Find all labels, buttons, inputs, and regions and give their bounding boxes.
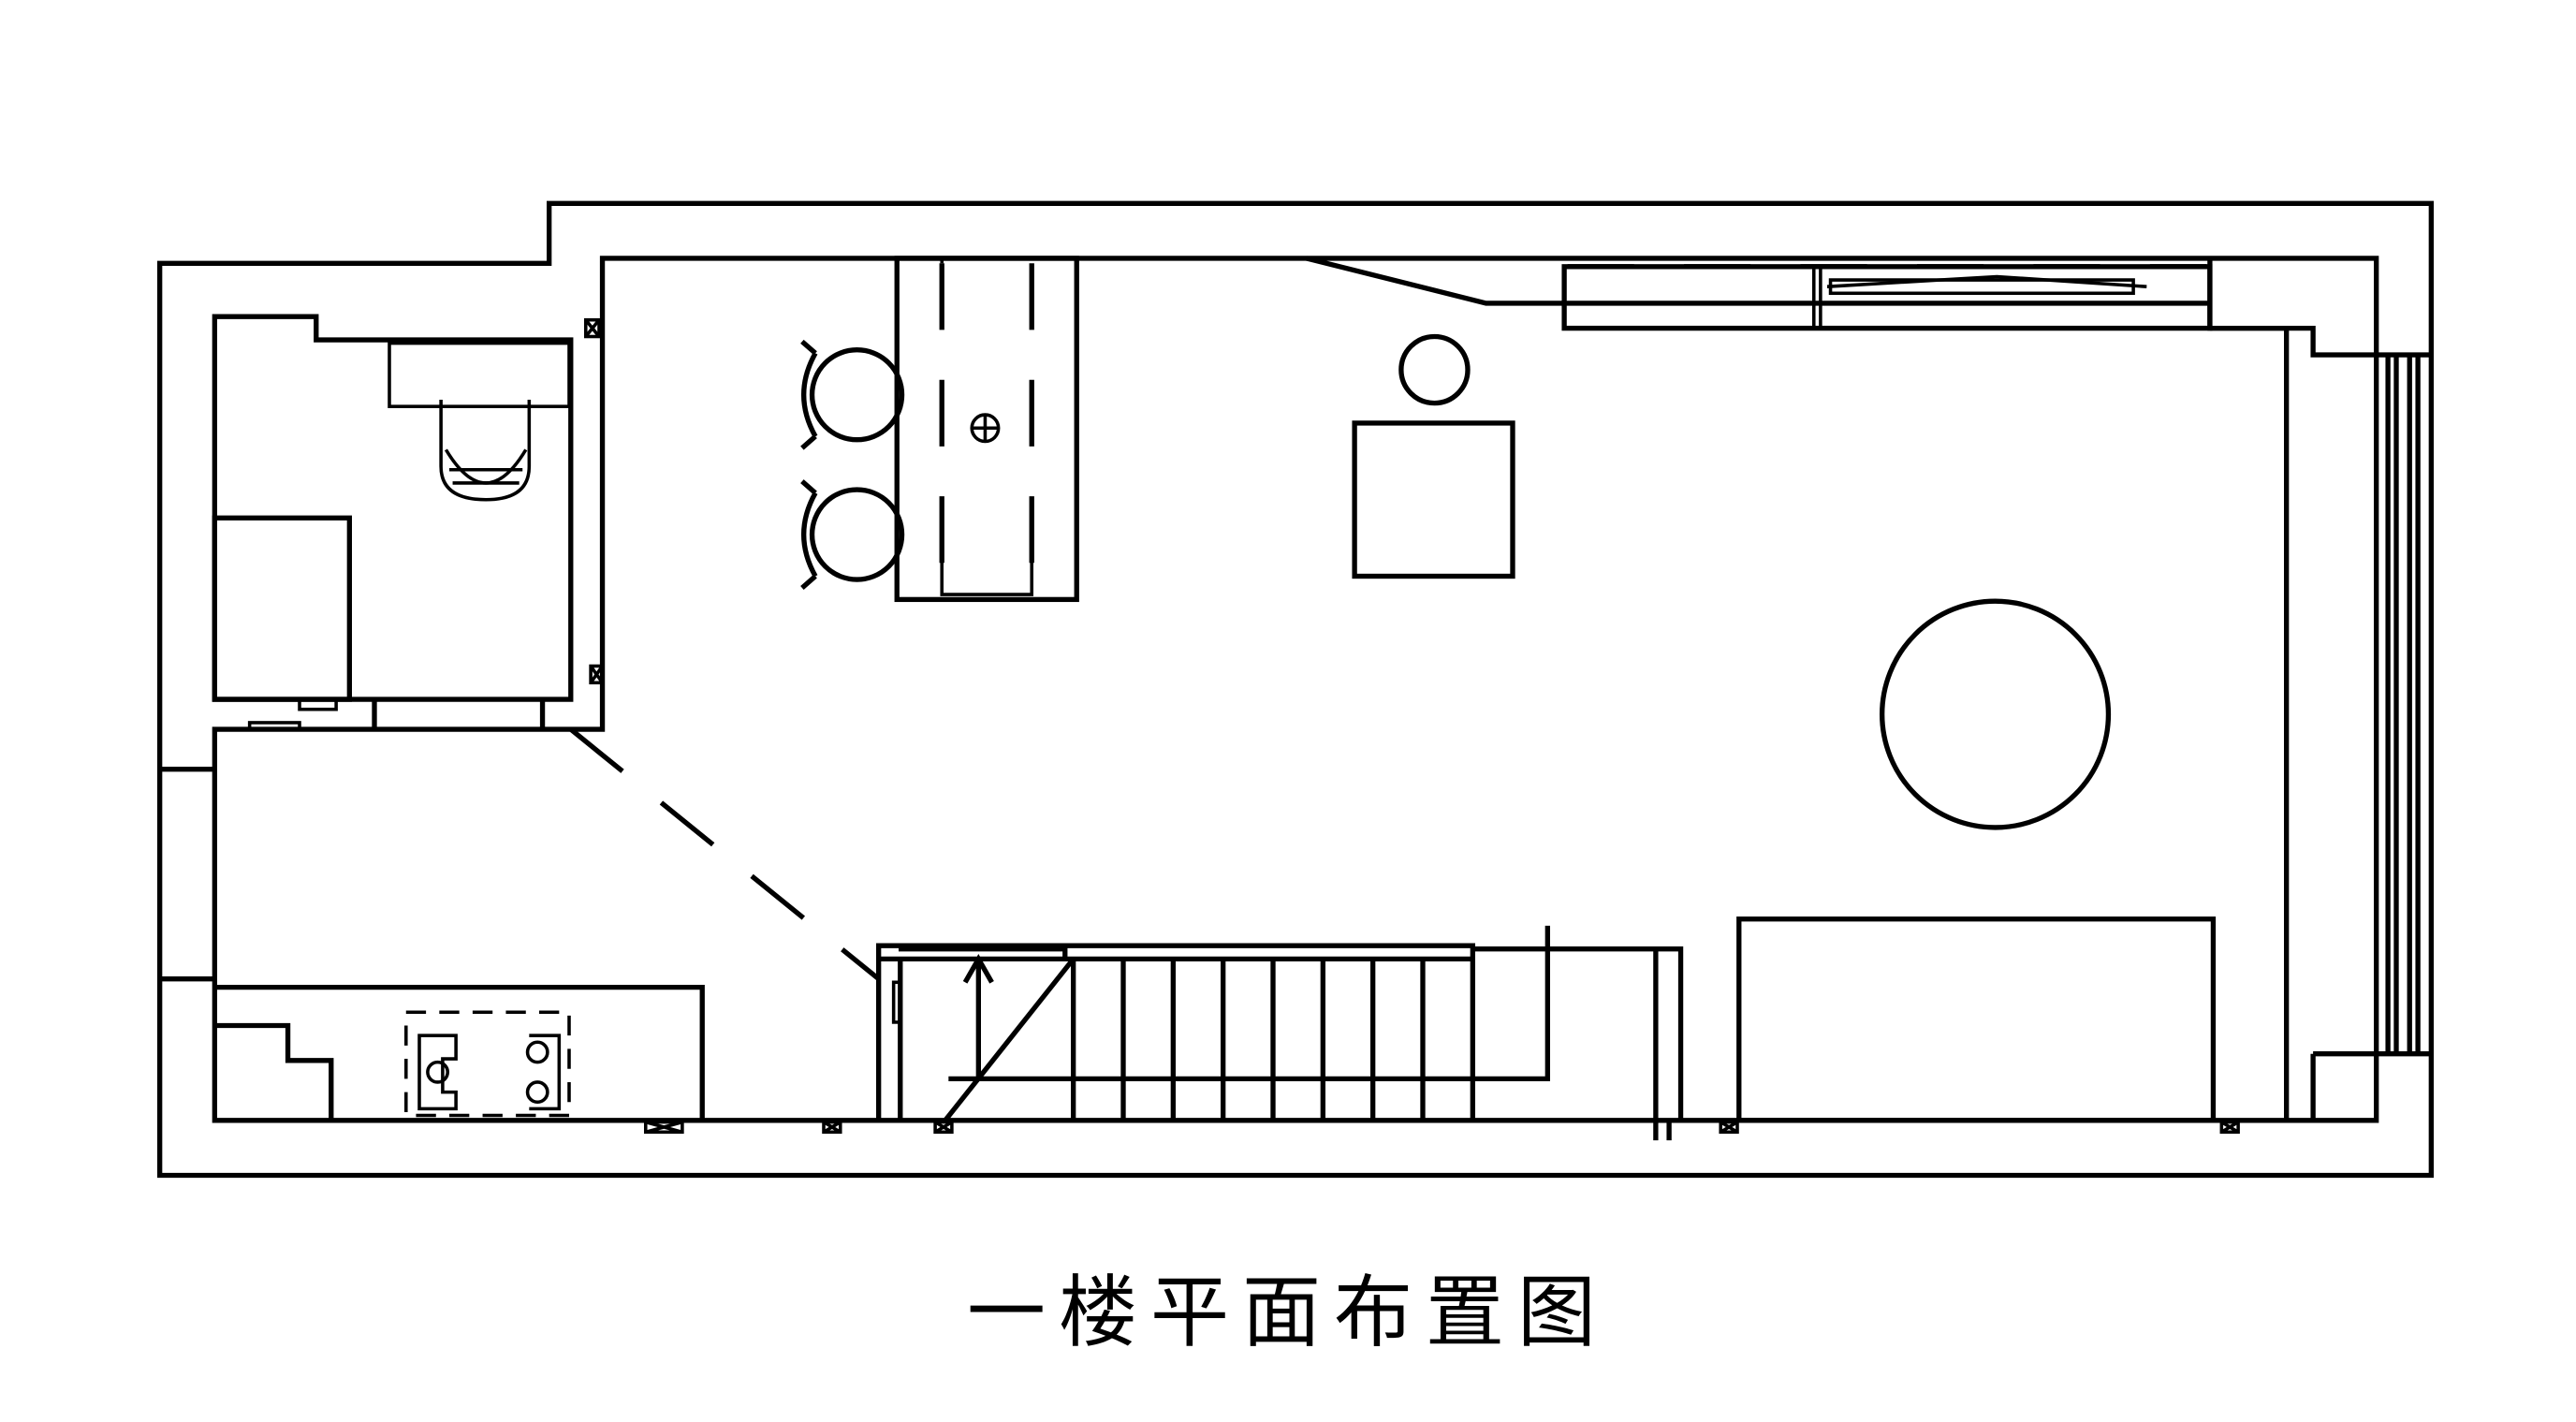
dining-chair: [800, 479, 905, 590]
outer-wall: [157, 200, 2434, 1179]
round-rug: [1880, 598, 2112, 830]
side-table: [1398, 333, 1471, 406]
inner-wall: [212, 256, 2379, 1123]
ottoman: [1352, 420, 1515, 579]
tv-cabinet: [1305, 256, 2432, 1121]
sofa: [1736, 916, 2217, 1123]
door-swing-line: [569, 726, 881, 981]
dining-table: [894, 256, 1079, 603]
right-window: [2310, 355, 2432, 1121]
drawing-title: 一楼平面布置图: [966, 1267, 1609, 1358]
outlet-symbols: [583, 317, 2240, 1135]
dining-chair: [800, 339, 905, 450]
staircase: [876, 925, 1684, 1141]
left-wall-segment: [159, 767, 215, 982]
bathroom: [212, 314, 574, 731]
kitchen-counter: [214, 984, 705, 1121]
